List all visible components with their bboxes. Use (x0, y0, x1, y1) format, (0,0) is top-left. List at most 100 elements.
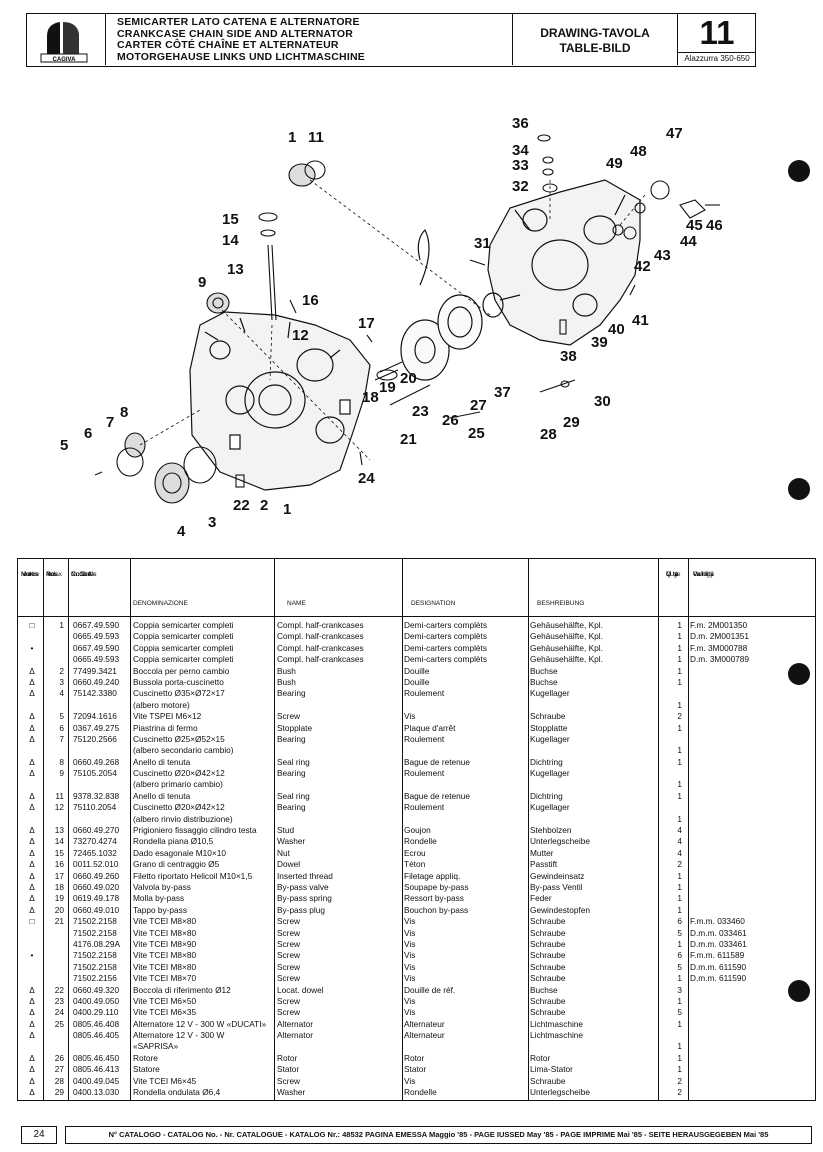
callout-number: 22 (233, 497, 250, 514)
cell-note: Δ (29, 1018, 35, 1029)
cell-en: Rotor (277, 1052, 298, 1063)
cell-it: Cuscinetto Ø25×Ø52×15 (133, 733, 225, 744)
callout-number: 4 (177, 523, 186, 540)
cell-fr: Bague de retenue (404, 790, 470, 801)
cell-code: 0367.49.275 (73, 722, 120, 733)
cell-idx: 15 (54, 847, 64, 858)
cell-de: Feder (530, 893, 552, 904)
page-number: 24 (21, 1126, 57, 1144)
cell-code: 71502.2158 (73, 950, 117, 961)
cell-qty: 1 (677, 642, 682, 653)
cell-en: Bearing (277, 802, 306, 813)
small-parts-illustration (94, 134, 720, 504)
cell-de: Rotor (530, 1052, 551, 1063)
cell-qty: 2 (677, 1087, 682, 1098)
cell-it: Vite TCEI M8×80 (133, 916, 197, 927)
callout-number: 33 (512, 157, 529, 174)
cell-en: Bearing (277, 768, 306, 779)
cell-idx: 18 (54, 881, 64, 892)
cell-code: 9378.32.838 (73, 790, 120, 801)
cell-code: 72465.1032 (73, 847, 117, 858)
callout-number: 23 (412, 403, 429, 420)
cell-it: Vite TCEI M8×80 (133, 961, 197, 972)
cell-qty: 5 (677, 961, 682, 972)
cell-code: 75142.3380 (73, 688, 117, 699)
cell-note: Δ (29, 1064, 35, 1075)
catalog-footer-text: N° CATALOGO - CATALOG No. - Nr. CATALOGU… (65, 1126, 812, 1144)
cell-de: Gehäusehälfte, Kpl. (530, 654, 603, 665)
cell-note: Δ (29, 722, 35, 733)
table-row: (albero primario cambio)1 (18, 779, 815, 790)
cell-qty: 5 (677, 1007, 682, 1018)
cell-de: Lima-Stator (530, 1064, 573, 1075)
cell-note: Δ (29, 847, 35, 858)
cell-idx: 27 (54, 1064, 64, 1075)
cell-fr: Vis (404, 961, 416, 972)
cell-val: F.m. 3M000788 (690, 642, 748, 653)
cell-de: Lichtmaschine (530, 1030, 584, 1041)
cell-de: Schraube (530, 950, 566, 961)
cell-en: Screw (277, 995, 301, 1006)
cell-de: Unterlegscheibe (530, 836, 590, 847)
title-fr: CARTER CÔTÉ CHAÎNE ET ALTERNATEUR (117, 39, 339, 51)
cell-fr: Soupape by-pass (404, 881, 469, 892)
cell-en: Screw (277, 961, 301, 972)
callout-number: 17 (358, 315, 375, 332)
cell-it: Vite TCEI M8×80 (133, 927, 197, 938)
cell-it: Filetto riportato Helicoil M10×1,5 (133, 870, 253, 881)
cell-en: Screw (277, 950, 301, 961)
cell-note: Δ (29, 836, 35, 847)
cell-idx: 1 (59, 620, 64, 630)
cell-note: Δ (29, 881, 35, 892)
cell-de: Mutter (530, 847, 554, 858)
header-name: NAME (287, 600, 306, 607)
callout-number: 1 (283, 501, 291, 518)
cell-en: Compl. half-crankcases (277, 620, 364, 630)
cell-fr: Rondelle (404, 1087, 437, 1098)
cell-de: Schraube (530, 995, 566, 1006)
cell-it: Coppia semicarter completi (133, 620, 234, 630)
cell-code: 71502.2158 (73, 961, 117, 972)
cell-idx: 12 (54, 802, 64, 813)
cell-code: 0619.49.178 (73, 893, 120, 904)
crankcase-cover-illustration (487, 179, 641, 346)
cell-it: Alternatore 12 V - 300 W «DUCATI» (133, 1018, 267, 1029)
cell-en: Seal ring (277, 790, 310, 801)
cell-en: Screw (277, 711, 301, 722)
assembly-lines (139, 179, 646, 461)
cell-code: 0805.46.450 (73, 1052, 120, 1063)
callout-number: 30 (594, 393, 611, 410)
cell-it: Vite TCEI M6×35 (133, 1007, 197, 1018)
cell-it: Rondella piana Ø10,5 (133, 836, 214, 847)
cell-en: Screw (277, 1075, 301, 1086)
cell-it: «SAPRISA» (133, 1041, 179, 1052)
cell-note: Δ (29, 1007, 35, 1018)
cell-de: By-pass Ventil (530, 881, 583, 892)
cell-en: Alternator (277, 1030, 313, 1041)
cell-en: Stator (277, 1064, 300, 1075)
cell-note: Δ (29, 904, 35, 915)
cell-fr: Demi-carters complèts (404, 654, 487, 665)
cell-qty: 1 (677, 1018, 682, 1029)
callout-number: 32 (512, 178, 529, 195)
callout-number: 8 (120, 404, 128, 421)
cell-fr: Ecrou (404, 847, 426, 858)
cell-qty: 6 (677, 950, 682, 961)
cell-de: Kugellager (530, 768, 570, 779)
cell-it: Cuscinetto Ø20×Ø42×12 (133, 768, 225, 779)
cell-note: Δ (29, 756, 35, 767)
callout-number: 11 (308, 129, 324, 146)
callout-number: 44 (680, 233, 697, 250)
cell-en: Screw (277, 916, 301, 927)
cell-note: Δ (29, 665, 35, 676)
cell-it: Dado esagonale M10×10 (133, 847, 226, 858)
cell-de: Kugellager (530, 688, 570, 699)
cell-code: 72094.1616 (73, 711, 117, 722)
